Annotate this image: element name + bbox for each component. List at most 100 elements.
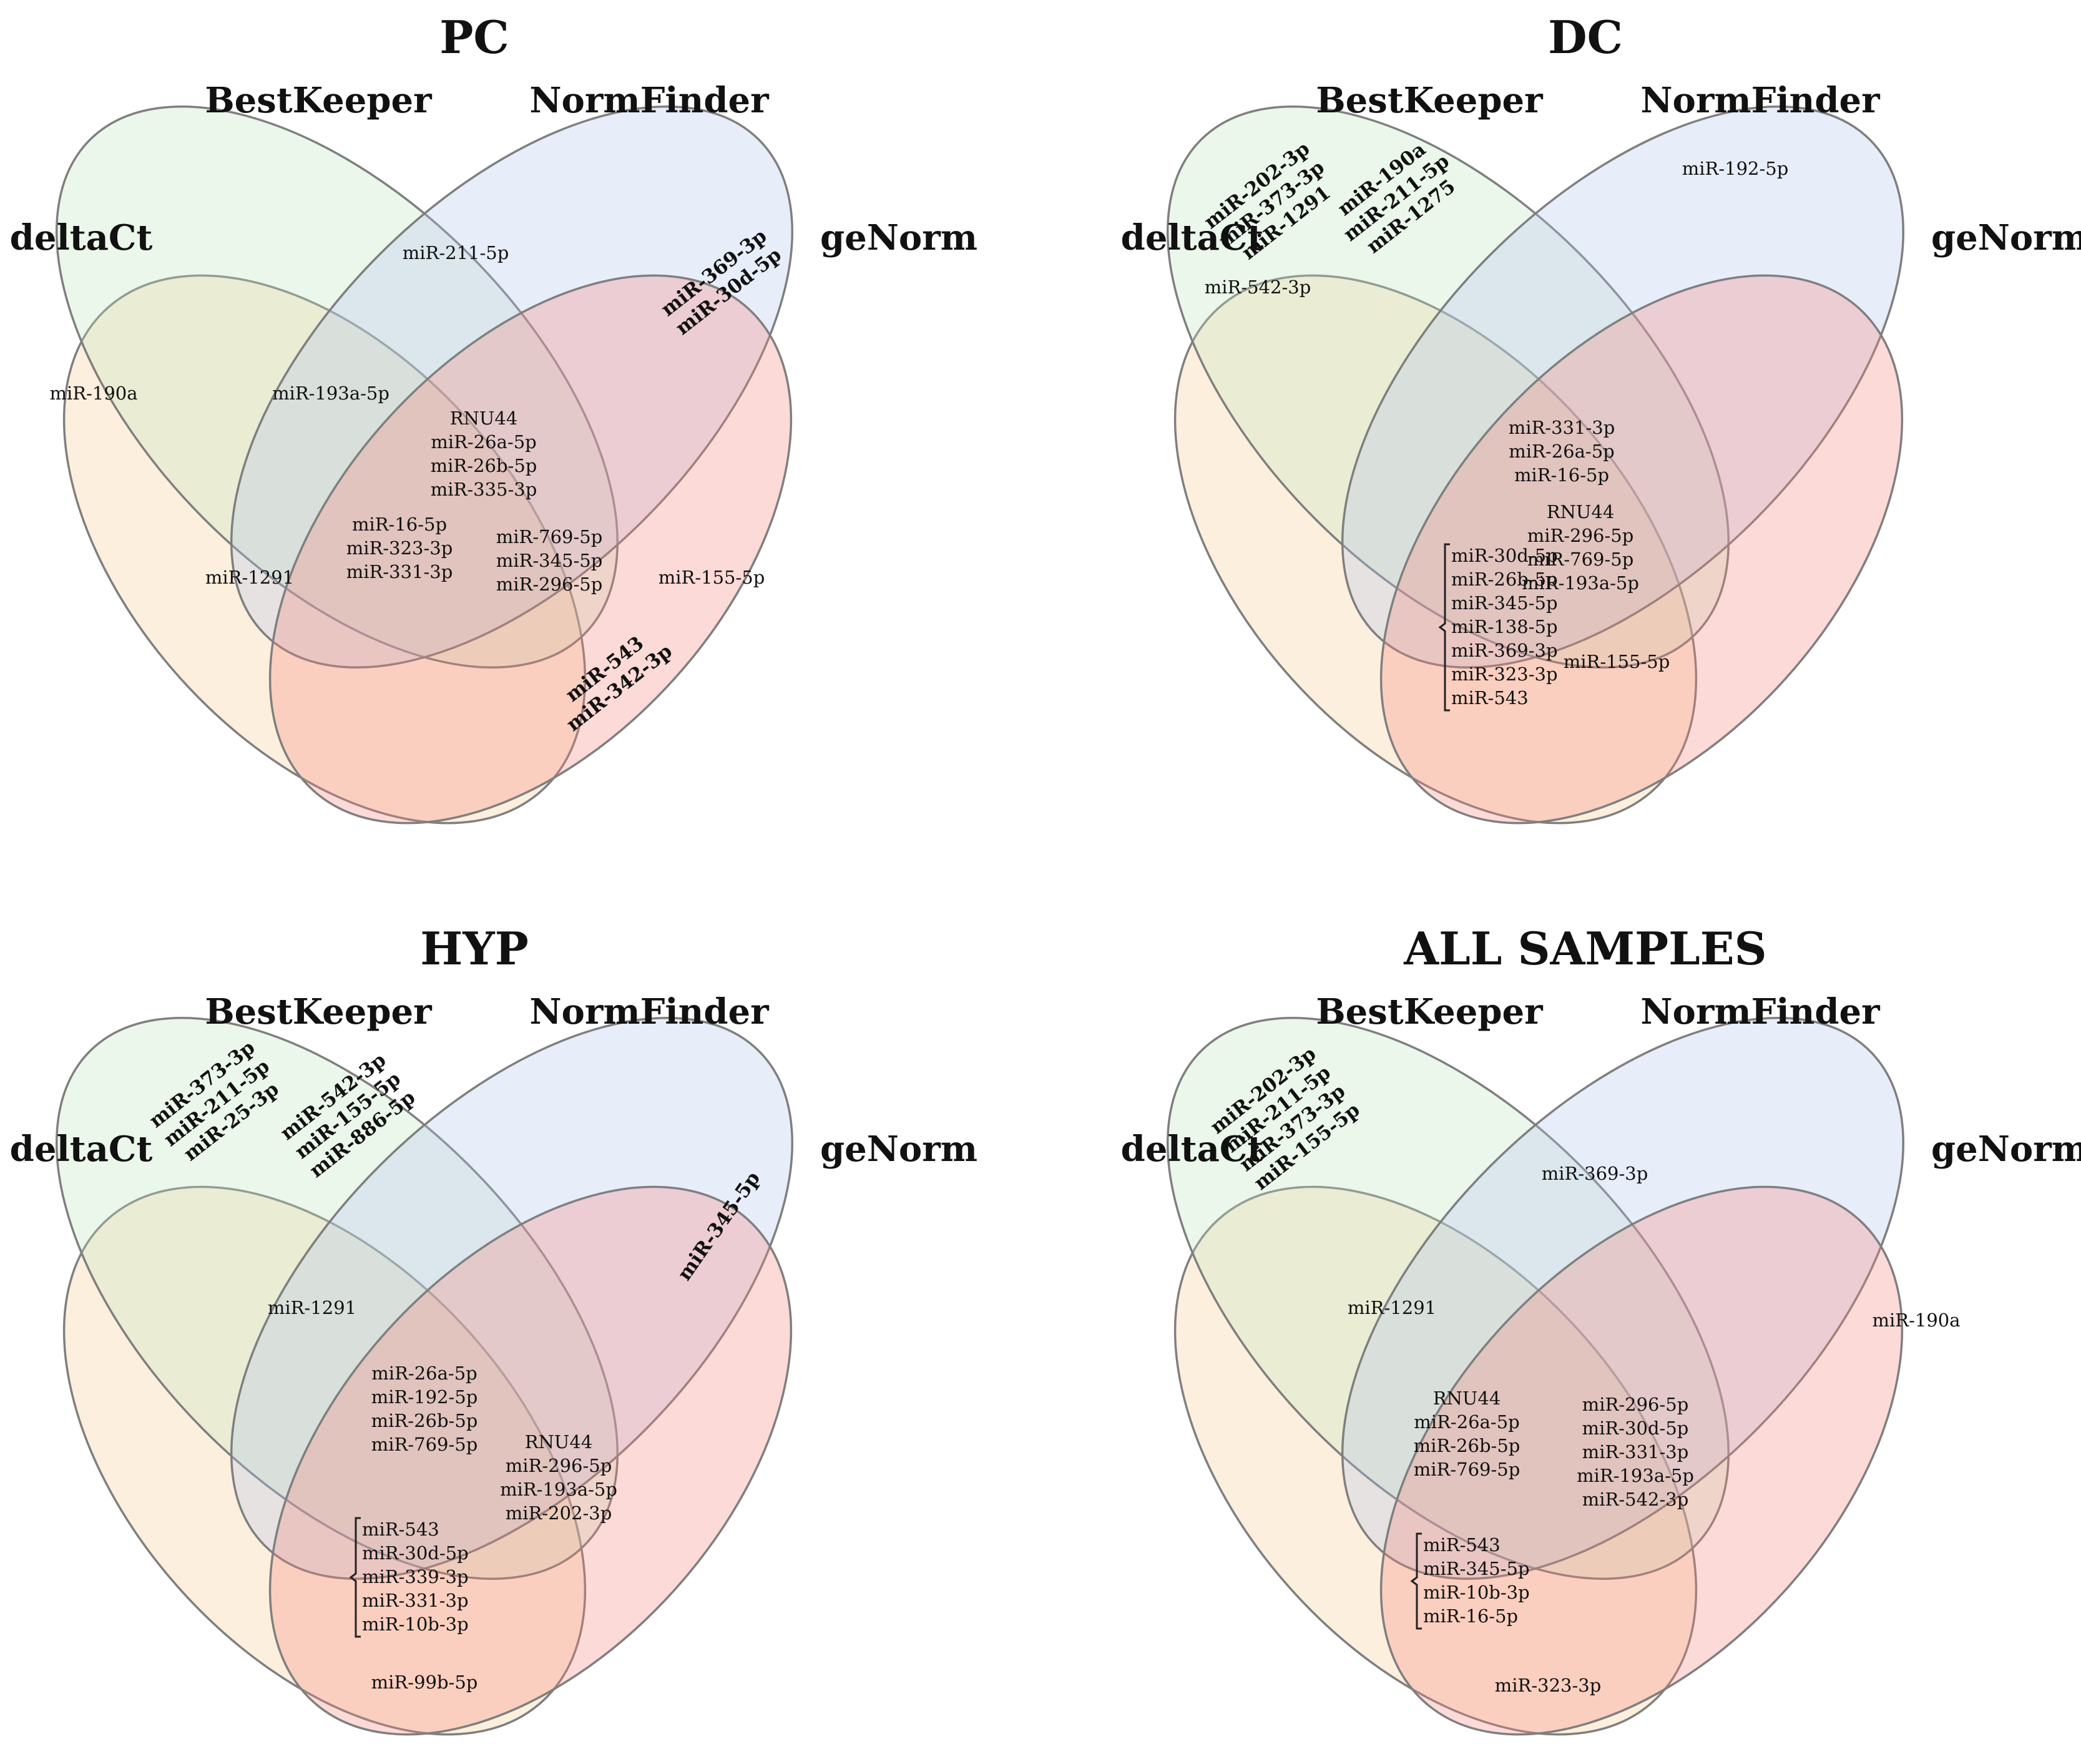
set-label-bestkeeper: BestKeeper	[1316, 80, 1544, 121]
region-label: miR-26b-5p	[371, 1410, 478, 1431]
region-label: miR-331-3p	[1582, 1441, 1689, 1463]
region-label: miR-339-3p	[362, 1566, 469, 1587]
region-label: miR-1291	[268, 1297, 356, 1318]
group-bracket	[1438, 543, 1450, 712]
region-label: RNU44	[1547, 501, 1615, 522]
region-label: miR-345-5p	[1423, 1558, 1530, 1579]
region-label-group: miR-192-5p	[1682, 158, 1789, 179]
region-label: miR-296-5p	[1527, 525, 1634, 546]
region-label-group: miR-193a-5p	[272, 383, 389, 404]
ellipse-bestkeeper	[1167, 1017, 1730, 1580]
region-label: RNU44	[525, 1431, 593, 1453]
region-label-group: miR-1291	[205, 567, 294, 588]
region-label: miR-26a-5p	[371, 1363, 477, 1384]
set-label-genorm: geNorm	[1931, 217, 2081, 258]
ellipse-deltact	[62, 274, 587, 825]
set-label-normfinder: NormFinder	[1640, 80, 1881, 121]
region-label: RNU44	[1433, 1388, 1501, 1409]
region-label: miR-193a-5p	[500, 1479, 617, 1500]
region-label: miR-30d-5p	[362, 1542, 469, 1564]
ellipse-bestkeeper	[56, 105, 619, 669]
region-label: miR-193a-5p	[1577, 1465, 1694, 1486]
region-label-group: miR-543miR-30d-5pmiR-339-3pmiR-331-3pmiR…	[349, 1517, 469, 1638]
region-label: miR-192-5p	[371, 1386, 478, 1408]
ellipse-normfinder	[1341, 105, 1904, 669]
region-label: miR-190a	[49, 383, 137, 404]
ellipse-genorm	[1379, 274, 1904, 825]
region-label: miR-193a-5p	[1522, 572, 1639, 594]
region-label: miR-155-5p	[659, 567, 765, 588]
ellipse-deltact	[1173, 274, 1698, 825]
ellipse-genorm	[268, 1185, 793, 1736]
region-label: miR-331-3p	[362, 1590, 469, 1611]
region-label: miR-323-3p	[1495, 1675, 1602, 1696]
ellipse-deltact	[1173, 1185, 1698, 1736]
set-label-bestkeeper: BestKeeper	[205, 80, 433, 121]
region-label: miR-1291	[205, 567, 294, 588]
set-label-bestkeeper: BestKeeper	[1316, 991, 1544, 1032]
set-label-normfinder: NormFinder	[1640, 991, 1881, 1032]
panel-title: ALL SAMPLES	[1403, 922, 1766, 975]
ellipse-genorm	[1379, 1185, 1904, 1736]
set-label-normfinder: NormFinder	[529, 991, 770, 1032]
ellipse-deltact	[62, 1185, 587, 1736]
region-label-group: miR-369-3p	[1542, 1163, 1648, 1184]
ellipse-normfinder	[230, 1017, 793, 1580]
region-label: miR-26a-5p	[431, 431, 536, 453]
region-label: miR-769-5p	[1527, 549, 1634, 570]
region-label: miR-542-3p	[1205, 277, 1311, 298]
region-label: miR-345-5p	[496, 550, 603, 571]
region-label-group: miR-155-5p	[659, 567, 765, 588]
region-label: miR-10b-3p	[1423, 1582, 1530, 1603]
set-label-deltact: deltaCt	[1121, 217, 1264, 258]
region-label-group: miR-296-5pmiR-30d-5pmiR-331-3pmiR-193a-5…	[1577, 1394, 1694, 1510]
region-label: miR-331-3p	[346, 561, 453, 582]
ellipse-genorm	[268, 274, 793, 825]
region-label: miR-211-5p	[403, 242, 509, 263]
group-bracket	[349, 1517, 361, 1638]
region-label: miR-543	[1423, 1534, 1501, 1556]
region-label: miR-26b-5p	[431, 455, 537, 476]
region-label: miR-26b-5p	[1451, 569, 1558, 590]
panel-title: PC	[439, 11, 509, 64]
set-label-deltact: deltaCt	[10, 217, 153, 258]
region-label: miR-542-3p	[1582, 1489, 1689, 1510]
region-label: miR-296-5p	[496, 574, 603, 595]
panel-title: DC	[1548, 11, 1623, 64]
region-label: miR-192-5p	[1682, 158, 1789, 179]
region-label: RNU44	[450, 408, 518, 429]
venn-panel-dc: DC deltaCt BestKeeper NormFinder geNorm miR-2…	[1121, 11, 2081, 825]
region-label-group: miR-155-5p	[1564, 651, 1670, 672]
region-label: miR-369-3p	[1542, 1163, 1648, 1184]
region-label: miR-30d-5p	[1451, 545, 1558, 566]
ellipse-bestkeeper	[1167, 105, 1730, 669]
region-label: miR-769-5p	[371, 1434, 478, 1455]
region-label: miR-543	[1451, 687, 1529, 708]
region-label: miR-769-5p	[496, 526, 603, 547]
region-label: miR-16-5p	[352, 514, 447, 535]
ellipse-bestkeeper	[56, 1017, 619, 1580]
set-label-genorm: geNorm	[820, 217, 977, 258]
region-label-group: miR-99b-5p	[371, 1672, 478, 1693]
region-label: miR-543	[362, 1519, 439, 1540]
region-label-group: miR-30d-5pmiR-26b-5pmiR-345-5pmiR-138-5p…	[1438, 543, 1558, 712]
region-label: miR-16-5p	[1514, 464, 1609, 486]
region-label-group: miR-190a	[1872, 1310, 1960, 1331]
region-label: miR-296-5p	[1582, 1394, 1689, 1415]
region-label-group: miR-769-5p miR-345-5p miR-296-5p	[496, 526, 603, 595]
region-label: miR-155-5p	[1564, 651, 1670, 672]
region-label: miR-26a-5p	[1509, 441, 1614, 462]
region-label: miR-769-5p	[1414, 1459, 1520, 1480]
region-label: miR-190a	[1872, 1310, 1960, 1331]
region-label: miR-1291	[1348, 1297, 1436, 1318]
set-label-deltact: deltaCt	[10, 1129, 153, 1170]
ellipse-normfinder	[1341, 1017, 1904, 1580]
